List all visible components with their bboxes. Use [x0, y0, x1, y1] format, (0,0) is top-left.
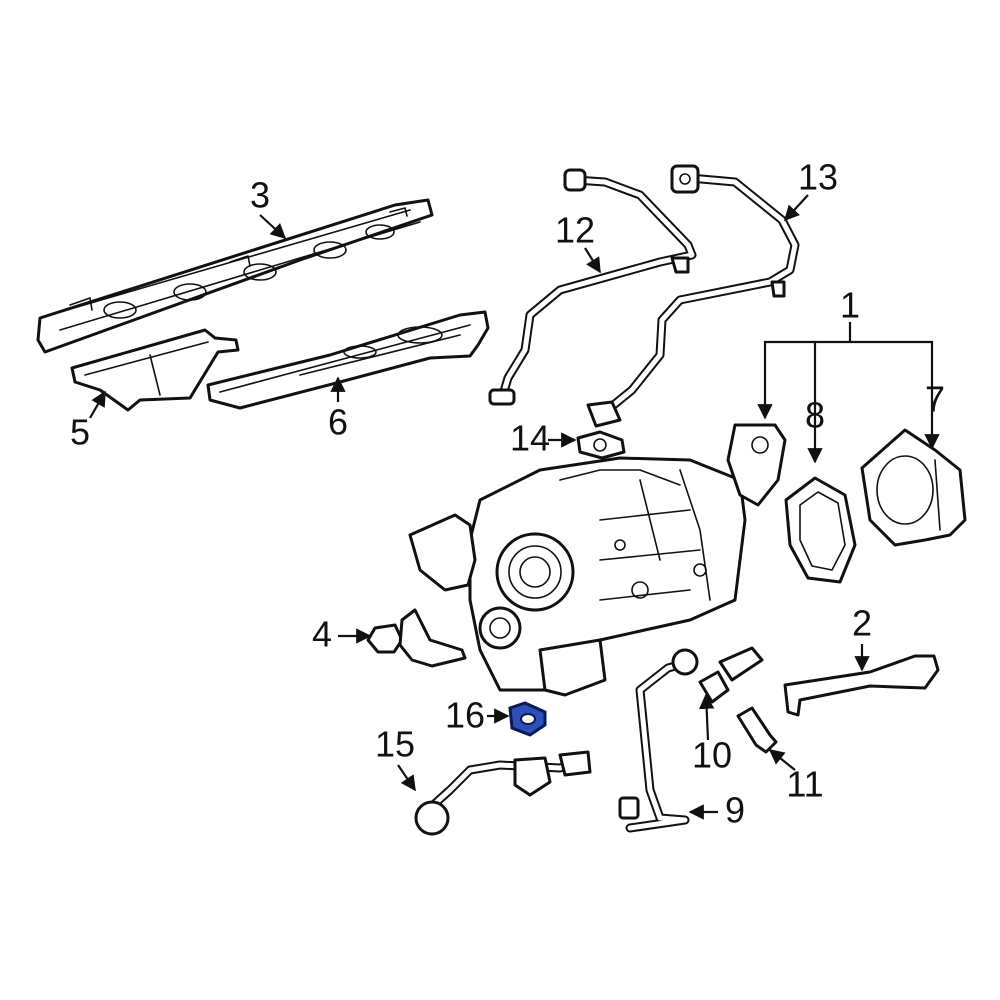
callout-6[interactable]: 6 [328, 402, 348, 443]
leader-lines [89, 194, 940, 820]
callout-11[interactable]: 11 [786, 764, 823, 805]
callout-9[interactable]: 9 [725, 790, 745, 831]
callout-13[interactable]: 13 [798, 157, 838, 198]
oil-return-line [414, 750, 592, 836]
callout-4[interactable]: 4 [312, 614, 332, 655]
gasket-highlighted[interactable] [508, 701, 547, 737]
callout-labels: 1 2 3 4 5 6 7 8 9 10 11 12 13 14 15 16 [70, 157, 945, 831]
callout-14[interactable]: 14 [510, 418, 550, 459]
callout-12[interactable]: 12 [555, 210, 595, 251]
callout-2[interactable]: 2 [852, 603, 872, 644]
turbocharger-assembly [408, 423, 787, 697]
heat-shield-lower [206, 310, 490, 410]
callout-8[interactable]: 8 [805, 395, 825, 436]
banjo-fitting [698, 646, 764, 704]
support-bracket [366, 608, 467, 668]
heat-shield-small [70, 328, 240, 412]
outlet-flange [860, 428, 967, 547]
gasket-small [576, 430, 626, 460]
oil-feed-line [488, 168, 697, 406]
callout-5[interactable]: 5 [70, 412, 90, 453]
callout-7[interactable]: 7 [925, 379, 945, 420]
coolant-line [586, 164, 800, 428]
callout-10[interactable]: 10 [692, 735, 732, 776]
callout-1[interactable]: 1 [840, 285, 860, 326]
callout-3[interactable]: 3 [250, 175, 270, 216]
drain-tube [618, 648, 699, 833]
callout-16[interactable]: 16 [445, 695, 485, 736]
heat-shield-upper [36, 198, 434, 354]
stay-bracket [783, 654, 940, 717]
flange-gasket [784, 476, 857, 584]
callout-15[interactable]: 15 [375, 724, 415, 765]
hollow-bolt [736, 706, 778, 754]
